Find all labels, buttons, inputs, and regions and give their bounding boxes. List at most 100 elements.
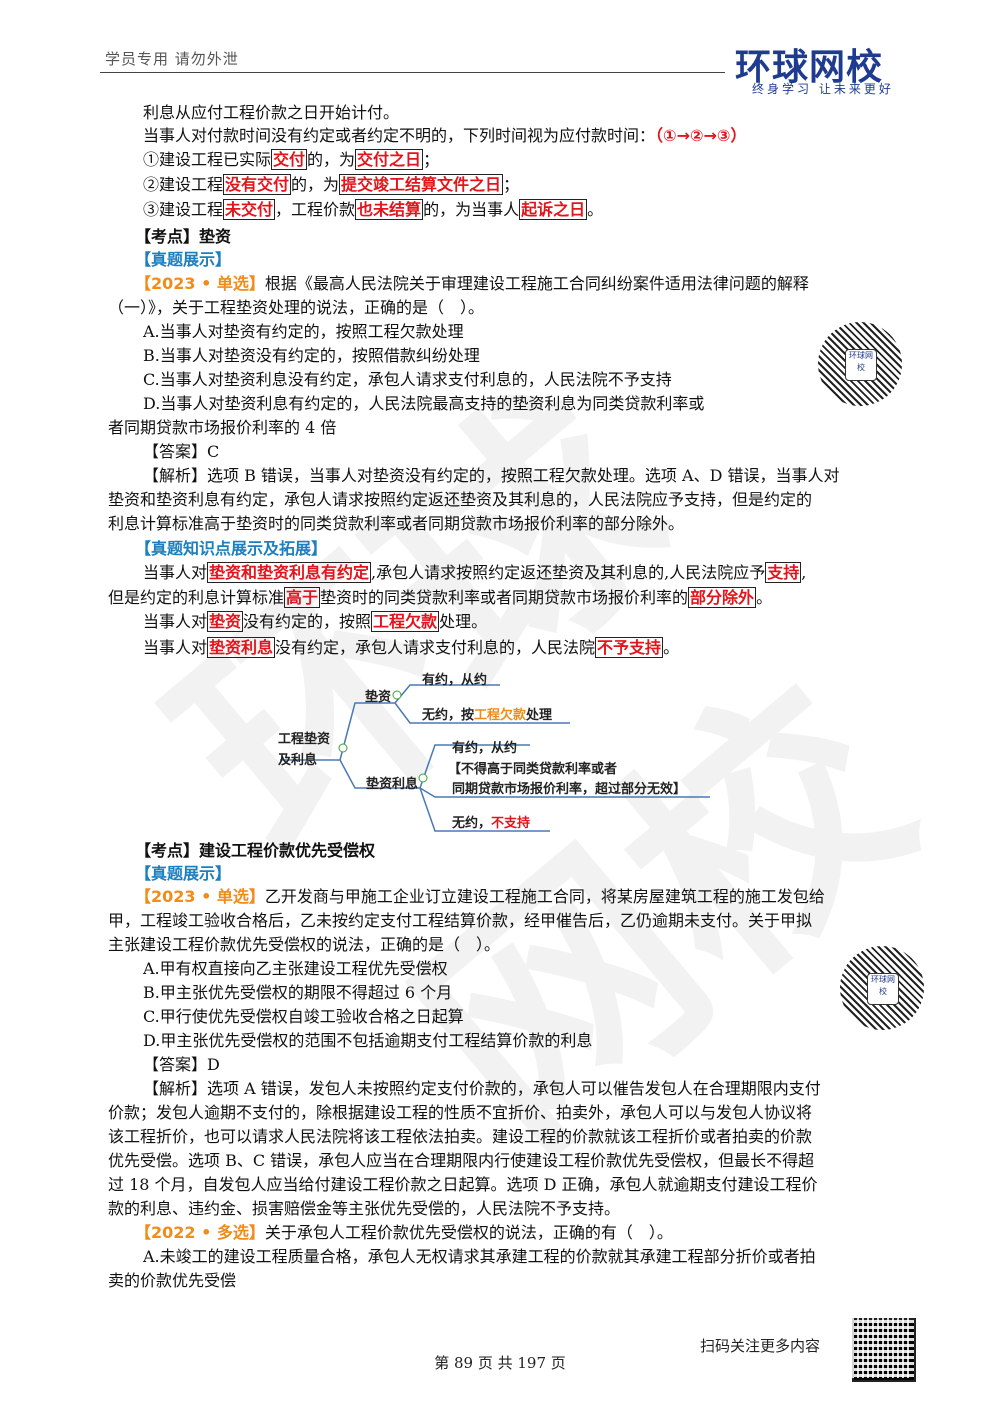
subsection-heading: 【真题展示】 — [135, 864, 232, 883]
mindmap-leaf: 无约，不支持 — [452, 812, 530, 831]
explanation: 【解析】选项 B 错误，当事人对垫资没有约定的，按照工程欠款处理。选项 A、D … — [143, 466, 840, 485]
highlight-box: 未交付 — [223, 199, 276, 220]
question-line: 甲，工程竣工验收合格后，乙未按约定支付工程结算价款，经甲催告后，乙仍逾期未支付。… — [108, 911, 813, 930]
text-line: 当事人对付款时间没有约定或者约定不明的，下列时间视为应付款时间：（①→②→③） — [0, 125, 1000, 147]
text: 的，为 — [307, 150, 356, 169]
section-heading: 【考点】建设工程价款优先受偿权 — [135, 841, 376, 860]
text: 垫资时的同类贷款利率或者同期贷款市场报价利率的 — [320, 588, 689, 607]
order-note: （①→②→③） — [655, 126, 747, 145]
qr-code-icon: 环球网校 — [840, 946, 924, 1030]
question-tag: 【2023 • 单选】 — [135, 887, 265, 906]
option-a: A.甲有权直接向乙主张建设工程优先受偿权 — [143, 959, 448, 978]
mindmap-lines — [280, 684, 710, 832]
mindmap-leaf: 有约，从约 — [452, 741, 518, 756]
explanation: 优先受偿。选项 B、C 错误，承包人应当在合理期限内行使建设工程价款优先受偿权，… — [108, 1151, 815, 1170]
option-d: D.甲主张优先受偿权的范围不包括逾期支付工程结算价款的利息 — [143, 1031, 593, 1050]
explanation: 利息计算标准高于垫资时的同类贷款利率或者同期贷款市场报价利率的部分除外。 — [108, 514, 685, 533]
mindmap-leaf: 有约，从约 — [422, 673, 488, 688]
highlight-box: 工程欠款 — [371, 611, 440, 632]
mindmap-node: 垫资利息 — [366, 777, 419, 792]
question-line: （一）》，关于工程垫资处理的说法，正确的是（ ）。 — [108, 298, 485, 317]
qr-logo: 环球网校 — [867, 973, 899, 1005]
text: 但是约定的利息计算标准 — [108, 588, 285, 607]
scan-hint: 扫码关注更多内容 — [700, 1337, 821, 1355]
brand-slogan: 终身学习 让未来更好 — [752, 82, 894, 96]
text: ①建设工程已实际 — [143, 150, 272, 169]
question-tag: 【2023 • 单选】 — [135, 274, 265, 293]
text: 当事人对付款时间没有约定或者约定不明的，下列时间视为应付款时间： — [143, 126, 656, 145]
question-tag: 【2022 • 多选】 — [135, 1223, 265, 1242]
text: 。 — [587, 200, 604, 219]
question-line: 【2023 • 单选】根据《最高人民法院关于审理建设工程施工合同纠纷案件适用法律… — [0, 273, 1000, 295]
question-line: 【2022 • 多选】关于承包人工程价款优先受偿权的说法，正确的有（ ）。 — [0, 1222, 1000, 1244]
qr-code-icon: 环球网校 — [818, 322, 902, 406]
option-c: C.甲行使优先受偿权自竣工验收合格之日起算 — [143, 1007, 464, 1026]
text: 乙开发商与甲施工企业订立建设工程施工合同，将某房屋建筑工程的施工发包给 — [264, 887, 825, 906]
mindmap-node: 垫资 — [365, 690, 392, 705]
option-d: D.当事人对垫资利息有约定的，人民法院最高支持的垫资利息为同类贷款利率或 — [143, 394, 705, 413]
text: ； — [503, 175, 520, 194]
text: 关于承包人工程价款优先受偿权的说法，正确的有（ ）。 — [264, 1223, 673, 1242]
highlight-box: 交付 — [271, 149, 308, 170]
text: , — [801, 563, 807, 582]
explanation: 款的利息、违约金、损害赔偿金等主张优先受偿的，人民法院不予支持。 — [108, 1199, 621, 1218]
text: ②建设工程 — [143, 175, 224, 194]
text: 根据《最高人民法院关于审理建设工程施工合同纠纷案件适用法律问题的解释 — [264, 274, 809, 293]
header-rule — [100, 72, 725, 73]
explanation: 该工程折价，也可以请求人民法院将该工程依法拍卖。建设工程的价款就该工程折价或者拍… — [108, 1127, 813, 1146]
text: 处理 — [526, 708, 553, 723]
option-b: B.甲主张优先受偿权的期限不得超过 6 个月 — [143, 983, 453, 1002]
text-line: 利息从应付工程价款之日开始计付。 — [143, 103, 400, 122]
explanation: 【解析】选项 A 错误，发包人未按照约定支付价款的，承包人可以催告发包人在合理期… — [143, 1079, 821, 1098]
text: 当事人对 — [143, 563, 208, 582]
highlight-box: 部分除外 — [688, 587, 757, 608]
highlight-box: 提交竣工结算文件之日 — [339, 174, 504, 195]
option-a-cont: 卖的价款优先受偿 — [108, 1271, 237, 1290]
text-line: 但是约定的利息计算标准高于垫资时的同类贷款利率或者同期贷款市场报价利率的部分除外… — [0, 587, 1000, 609]
text: 的，为 — [291, 175, 340, 194]
option-c: C.当事人对垫资利息没有约定，承包人请求支付利息的，人民法院不予支持 — [143, 370, 672, 389]
text: 没有约定的，按照 — [243, 612, 372, 631]
footer-qr-pattern — [852, 1318, 912, 1378]
highlight-box: 也未结算 — [355, 199, 424, 220]
explanation: 过 18 个月，自发包人应当给付建设工程价款之日起算。选项 D 正确，承包人就逾… — [108, 1175, 818, 1194]
text: 。 — [756, 588, 773, 607]
text-line: ③建设工程未交付，工程价款也未结算的，为当事人起诉之日。 — [0, 199, 1000, 221]
text: 的，为当事人 — [423, 200, 520, 219]
question-line: 【2023 • 单选】乙开发商与甲施工企业订立建设工程施工合同，将某房屋建筑工程… — [0, 886, 1000, 908]
highlight-box: 交付之日 — [355, 149, 424, 170]
text: 没有约定，承包人请求支付利息的，人民法院 — [275, 638, 596, 657]
page-number: 第 89 页 共 197 页 — [434, 1354, 566, 1372]
highlight-box: 没有交付 — [223, 174, 292, 195]
subsection-heading: 【真题展示】 — [135, 250, 232, 269]
option-b: B.当事人对垫资没有约定的，按照借款纠纷处理 — [143, 346, 480, 365]
highlight-box: 垫资和垫资利息有约定 — [207, 562, 372, 583]
option-a: A.未竣工的建设工程质量合格，承包人无权请求其承建工程的价款就其承建工程部分折价… — [143, 1247, 816, 1266]
brand-logo: 环球网校 — [735, 47, 884, 88]
text: ③建设工程 — [143, 200, 224, 219]
text: 。 — [663, 638, 680, 657]
mindmap-root: 及利息 — [278, 753, 318, 768]
explanation: 价款；发包人逾期不支付的，除根据建设工程的性质不宜折价、拍卖外，承包人可以与发包… — [108, 1103, 813, 1122]
text: ，工程价款 — [275, 200, 356, 219]
highlight-box: 垫资利息 — [207, 637, 276, 658]
highlight-box: 不予支持 — [595, 637, 664, 658]
text-line: 当事人对垫资和垫资利息有约定,承包人请求按照约定返还垫资及其利息的,人民法院应予… — [0, 562, 1000, 584]
text-orange: 工程欠款 — [474, 708, 527, 723]
text-line: ①建设工程已实际交付的，为交付之日； — [0, 149, 1000, 171]
mindmap-leaf: 无约，按工程欠款处理 — [422, 704, 552, 723]
text: 无约，按 — [422, 708, 475, 723]
text: 处理。 — [439, 612, 488, 631]
mindmap-root: 工程垫资 — [278, 732, 331, 747]
text: 当事人对 — [143, 638, 208, 657]
text-red: 不支持 — [491, 816, 531, 831]
mindmap-leaf: 同期贷款市场报价利率，超过部分无效】 — [452, 782, 687, 797]
text: 无约， — [452, 816, 492, 831]
text-line: ②建设工程没有交付的，为提交竣工结算文件之日； — [0, 174, 1000, 196]
explanation: 垫资和垫资利息有约定，承包人请求按照约定返还垫资及其利息的，人民法院应予支持，但… — [108, 490, 813, 509]
answer: 【答案】D — [143, 1055, 220, 1074]
highlight-box: 高于 — [284, 587, 321, 608]
text-line: 当事人对垫资利息没有约定，承包人请求支付利息的，人民法院不予支持。 — [0, 637, 1000, 659]
subsection-heading: 【真题知识点展示及拓展】 — [135, 539, 328, 558]
mindmap-leaf: 【不得高于同类贷款利率或者 — [448, 762, 618, 777]
